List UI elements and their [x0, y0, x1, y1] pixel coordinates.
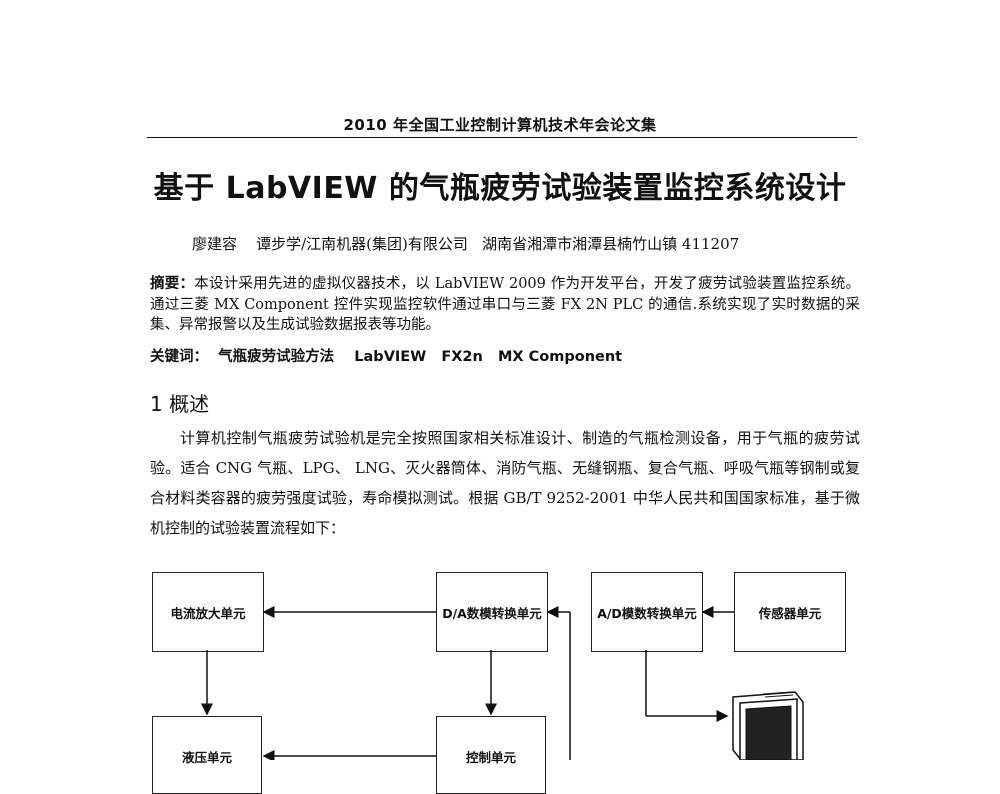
da-converter-label: D/A数模转换单元 — [442, 605, 542, 621]
keywords: 关键词： 气瓶疲劳试验方法 LabVIEW FX2n MX Component — [150, 349, 623, 365]
ad-converter-box: A/D模数转换单元 — [591, 572, 703, 652]
diagram-connectors — [201, 606, 804, 760]
author-affiliation: 廖建容 谭步学/江南机器(集团)有限公司 湖南省湘潭市湘潭县楠竹山镇 41120… — [192, 235, 740, 253]
abstract-label: 摘要： — [150, 276, 195, 292]
computer-icon — [732, 691, 804, 760]
sensor-box: 传感器单元 — [734, 572, 846, 652]
abstract: 摘要：本设计采用先进的虚拟仪器技术，以 LabVIEW 2009 作为开发平台，… — [150, 274, 860, 336]
journal-header: 2010 年全国工业控制计算机技术年会论文集 — [343, 116, 657, 134]
body-paragraph: 计算机控制气瓶疲劳试验机是完全按照国家相关标准设计、制造的气瓶检测设备，用于气瓶… — [150, 429, 860, 537]
section-heading: 1 概述 — [150, 392, 210, 416]
da-converter-box: D/A数模转换单元 — [436, 572, 548, 652]
header-rule — [147, 137, 857, 138]
current-amplifier-box: 电流放大单元 — [152, 572, 264, 652]
current-amplifier-label: 电流放大单元 — [170, 605, 246, 621]
paper-title: 基于 LabVIEW 的气瓶疲劳试验装置监控系统设计 — [153, 171, 847, 206]
sensor-label: 传感器单元 — [758, 605, 822, 621]
abstract-text: 本设计采用先进的虚拟仪器技术，以 LabVIEW 2009 作为开发平台，开发了… — [150, 276, 861, 333]
ad-converter-label: A/D模数转换单元 — [597, 605, 697, 621]
